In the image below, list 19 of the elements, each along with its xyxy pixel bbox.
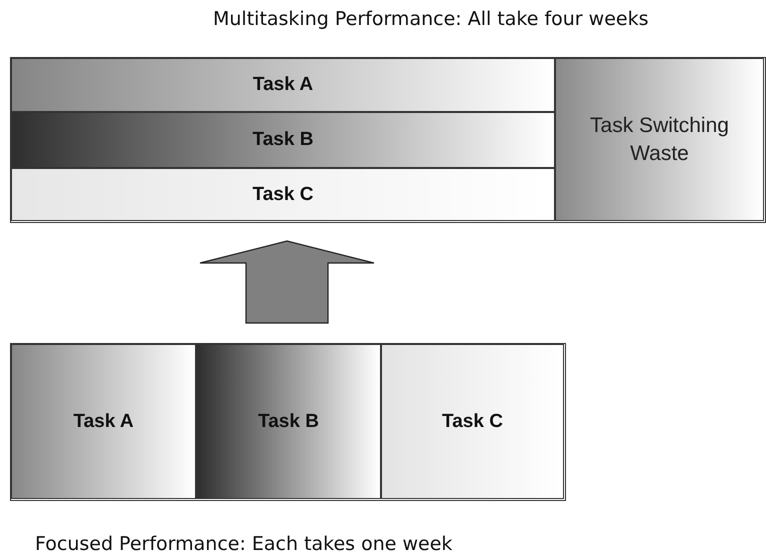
caption-text: Multitasking Performance: All take four weeks bbox=[213, 8, 648, 30]
task-label: Task A bbox=[73, 410, 134, 432]
task-label: Task Switching Waste bbox=[589, 113, 730, 166]
task-bar bbox=[381, 344, 564, 499]
task-bar bbox=[11, 344, 196, 499]
caption-text: Focused Performance: Each takes one week bbox=[35, 533, 452, 555]
group-frame bbox=[10, 57, 766, 223]
task-bar bbox=[11, 112, 555, 168]
task-label: Task B bbox=[258, 410, 319, 432]
task-label: Task C bbox=[442, 410, 503, 432]
task-label: Task C bbox=[252, 184, 314, 206]
task-bar bbox=[196, 344, 381, 499]
task-label: Task B bbox=[252, 129, 314, 151]
task-bar bbox=[11, 58, 555, 112]
group-frame bbox=[10, 343, 566, 501]
task-bar bbox=[11, 168, 555, 221]
block-arrow bbox=[199, 240, 375, 324]
task-label: Task A bbox=[252, 74, 314, 96]
waste-bar bbox=[555, 58, 764, 221]
